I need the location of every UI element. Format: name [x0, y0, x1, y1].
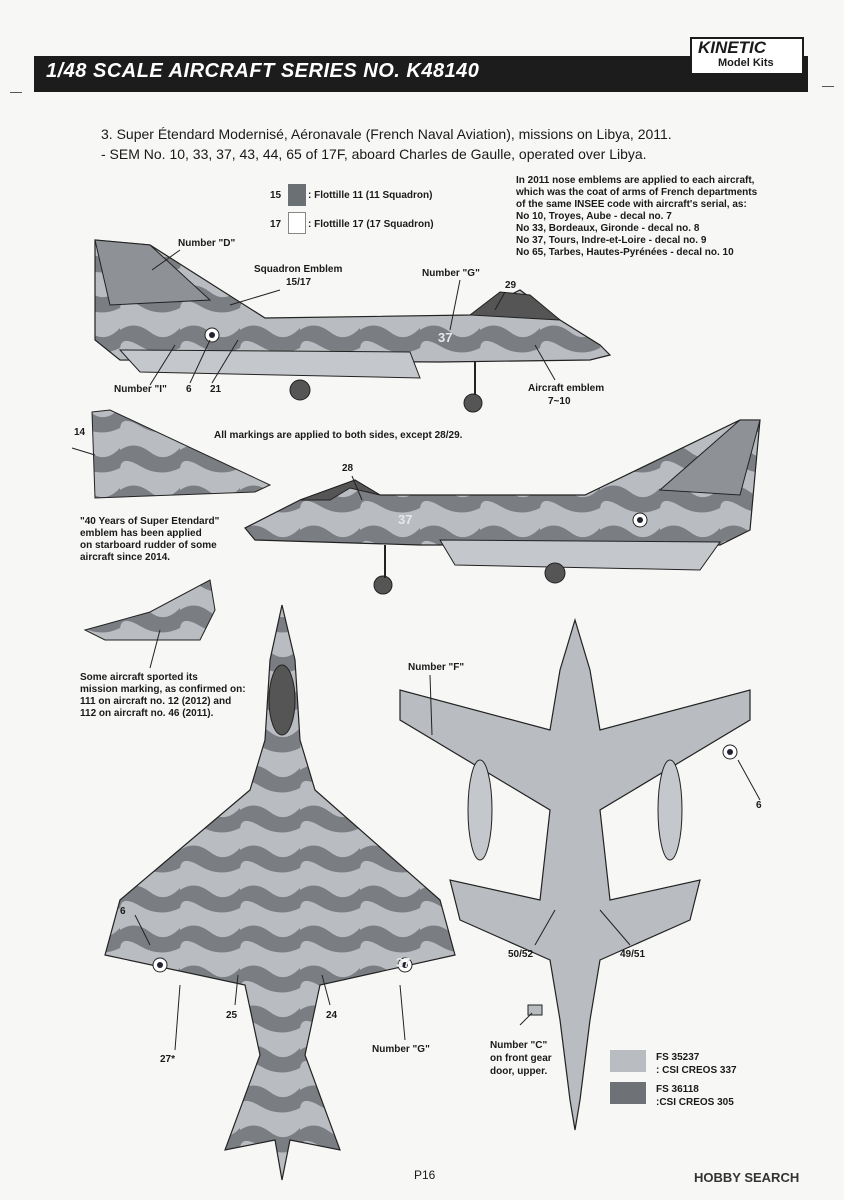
label-50-52: 50/52	[508, 949, 534, 960]
label-aircraft-emblem: Aircraft emblem	[528, 383, 605, 394]
forty-years-note: "40 Years of Super Etendard" emblem has …	[80, 516, 219, 564]
paint-name: : CSI CREOS 337	[656, 1065, 737, 1076]
label-number-g: Number "G"	[372, 1044, 430, 1055]
bottom-view	[399, 617, 751, 1131]
brand-logo	[690, 37, 804, 75]
note-line: "40 Years of Super Etendard"	[80, 516, 220, 527]
label-24: 24	[326, 1010, 338, 1021]
label-6: 6	[186, 384, 192, 395]
note-line: aircraft since 2014.	[80, 552, 171, 563]
crop-mark	[822, 86, 834, 87]
mission-marking-note: Some aircraft sported its mission markin…	[80, 672, 246, 720]
side-number-37: 37	[438, 330, 453, 345]
note-line: Some aircraft sported its	[80, 672, 198, 683]
scheme-title: 3. Super Étendard Modernisé, Aéronavale …	[101, 126, 672, 142]
label-14: 14	[74, 427, 86, 438]
nose-emblem-note: In 2011 nose emblems are applied to each…	[516, 175, 757, 259]
header-bar	[34, 56, 808, 92]
note-line: No 37, Tours, Indre-et-Loire - decal no.…	[516, 235, 707, 246]
both-sides-note: All markings are applied to both sides, …	[214, 430, 463, 441]
note-line: emblem has been applied	[80, 528, 202, 539]
left-profile-view	[94, 239, 612, 413]
wing-number-37: 37	[396, 955, 411, 970]
note-line: of the same INSEE code with aircraft's s…	[516, 199, 747, 210]
note-line: In 2011 nose emblems are applied to each…	[516, 175, 755, 186]
note-line: No 10, Troyes, Aube - decal no. 7	[516, 211, 672, 222]
top-view	[104, 604, 456, 1181]
label-27: 27*	[160, 1054, 176, 1065]
nose-detail-view	[83, 579, 216, 669]
label-6: 6	[120, 906, 126, 917]
scheme-subtitle: - SEM No. 10, 33, 37, 43, 44, 65 of 17F,…	[101, 146, 647, 162]
flottille-11-badge-icon	[288, 184, 306, 206]
watermark: HOBBY SEARCH	[694, 1170, 800, 1185]
note-line: mission marking, as confirmed on:	[80, 684, 246, 695]
label-29: 29	[505, 280, 517, 291]
label-25: 25	[226, 1010, 238, 1021]
page-number: P16	[414, 1168, 436, 1182]
label-squadron-emblem: Squadron Emblem	[254, 264, 343, 275]
side-number-37: 37	[398, 512, 413, 527]
right-profile-view	[244, 419, 761, 595]
label-aircraft-emblem-number: 7~10	[548, 396, 571, 407]
label-28: 28	[342, 463, 354, 474]
paint-swatch-fs36118	[610, 1082, 646, 1104]
paint-code: FS 36118	[656, 1084, 699, 1095]
label-number-i: Number "I"	[114, 384, 167, 395]
paint-swatch-fs35237	[610, 1050, 646, 1072]
brand-name: KINETIC	[698, 38, 766, 57]
label-21: 21	[210, 384, 222, 395]
label-number-g: Number "G"	[422, 268, 480, 279]
label-number-f: Number "F"	[408, 662, 465, 673]
note-line: 112 on aircraft no. 46 (2011).	[80, 708, 214, 719]
crop-mark	[10, 92, 22, 93]
note-line: which was the coat of arms of French dep…	[516, 187, 758, 198]
label-number-c: Number "C"	[490, 1040, 548, 1051]
note-line: No 65, Tarbes, Hautes-Pyrénées - decal n…	[516, 247, 734, 258]
note-line: 111 on aircraft no. 12 (2012) and	[80, 696, 232, 707]
label-number-c-line3: door, upper.	[490, 1066, 548, 1077]
label-squadron-emblem-number: 15/17	[286, 277, 312, 288]
label-49-51: 49/51	[620, 949, 646, 960]
flottille-17-badge-icon	[288, 212, 306, 234]
paint-code: FS 35237	[656, 1052, 700, 1063]
page-title: 1/48 SCALE AIRCRAFT SERIES NO. K48140	[46, 60, 480, 82]
squadron-15-number: 15	[270, 190, 282, 201]
tail-detail-view	[71, 409, 272, 499]
note-line: on starboard rudder of some	[80, 540, 217, 551]
label-number-d: Number "D"	[178, 238, 236, 249]
squadron-17-number: 17	[270, 219, 282, 230]
label-number-c-line2: on front gear	[490, 1053, 552, 1064]
label-6: 6	[756, 800, 762, 811]
squadron-15-label: : Flottille 11 (11 Squadron)	[308, 190, 433, 201]
callout-lines-lower	[134, 674, 761, 1051]
squadron-17-label: : Flottille 17 (17 Squadron)	[308, 219, 434, 230]
callout-lines	[149, 249, 556, 386]
note-line: No 33, Bordeaux, Gironde - decal no. 8	[516, 223, 700, 234]
brand-subtitle: Model Kits	[718, 57, 774, 69]
paint-name: :CSI CREOS 305	[656, 1097, 734, 1108]
